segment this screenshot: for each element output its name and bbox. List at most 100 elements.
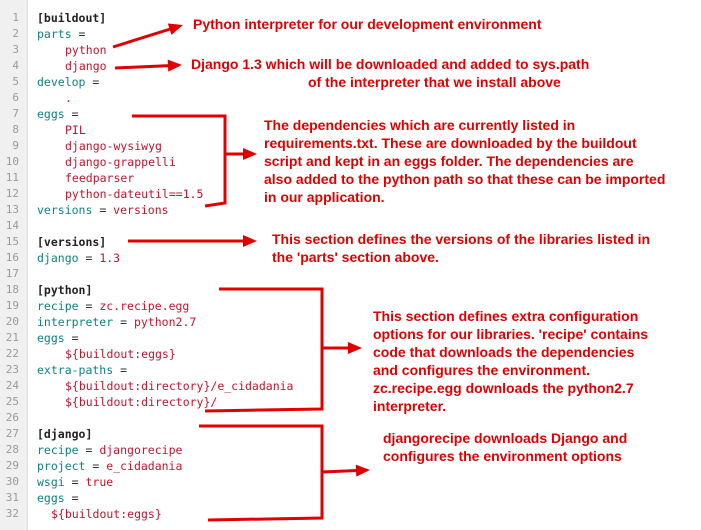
line-number: 24 [5,379,19,392]
config-value: true [85,475,114,489]
config-value: e_cidadania [106,459,183,473]
arrow-versions-head [243,235,257,247]
line-number: 28 [5,443,19,456]
code-line: PIL [37,122,86,138]
line-number: 32 [5,507,19,520]
annotation-line: requirements.txt. These are downloaded b… [264,135,637,151]
code-line: django [37,58,107,74]
annotation-django: Django 1.3 which will be downloaded and … [191,55,589,91]
config-key: eggs [37,491,65,505]
config-value: versions [113,203,169,217]
annotation-line: and configures the environment. [373,362,591,378]
code-line: versions = versions [37,202,169,218]
line-number: 13 [5,203,19,216]
line-number: 11 [5,171,19,184]
config-key: eggs [37,107,65,121]
section-header: [buildout] [37,11,107,25]
operator: = [78,443,100,457]
operator: = [78,251,100,265]
operator: = [64,107,79,121]
operator: = [64,331,79,345]
code-line: eggs = [37,490,79,506]
line-number: 7 [12,107,19,120]
code-line: ${buildout:directory}/ [37,394,217,410]
line-number: 1 [12,11,19,24]
annotation-versions: This section defines the versions of the… [272,230,650,266]
code-line: python [37,42,107,58]
line-number: 2 [12,27,19,40]
config-value: python-dateutil==1.5 [65,187,204,201]
annotation-line: also added to the python path so that th… [264,171,666,187]
line-number: 29 [5,459,19,472]
section-header: [python] [37,283,93,297]
annotation-django-section: djangorecipe downloads Django and config… [383,429,627,465]
section-header: [versions] [37,235,107,249]
line-number: 22 [5,347,19,360]
code-line: python-dateutil==1.5 [37,186,203,202]
operator: = [64,491,79,505]
config-key: parts [37,27,72,41]
operator: = [85,459,107,473]
annotation-line: options for our libraries. 'recipe' cont… [373,326,649,342]
line-number: 21 [5,331,19,344]
config-key: django [37,251,79,265]
operator: = [64,475,86,489]
code-line: [django] [37,426,92,442]
config-value: ${buildout:eggs} [65,347,176,361]
code-line: eggs = [37,106,79,122]
arrow-django-section-line [321,468,361,474]
annotation-line: Django 1.3 which will be downloaded and … [191,56,590,72]
arrow-django-head [167,59,182,72]
line-number: 23 [5,363,19,376]
code-line: django = 1.3 [37,250,120,266]
config-value: python2.7 [133,315,197,329]
operator: = [71,27,86,41]
annotation-line: configures the environment options [383,448,622,464]
line-number: 19 [5,299,19,312]
code-line: develop = [37,74,99,90]
config-value: djangorecipe [99,443,183,457]
code-line: extra-paths = [37,362,127,378]
code-line: ${buildout:eggs} [37,346,176,362]
code-line: [versions] [37,234,106,250]
line-number: 26 [5,411,19,424]
code-line: recipe = zc.recipe.egg [37,298,189,314]
line-number: 17 [5,267,19,280]
annotation-line: code that downloads the dependencies [373,344,635,360]
arrow-django-line [114,63,173,70]
annotation-line: This section defines extra configuration [373,308,639,324]
annotation-python: Python interpreter for our development e… [193,15,542,33]
config-value: django-grappelli [65,155,176,169]
line-number: 14 [5,219,19,232]
line-number: 16 [5,251,19,264]
section-header: [django] [37,427,93,441]
line-number: 27 [5,427,19,440]
config-key: extra-paths [37,363,114,377]
annotation-python-section: This section defines extra configuration… [373,307,648,415]
code-line: interpreter = python2.7 [37,314,196,330]
annotation-line: of the interpreter that we install above [308,74,561,90]
line-number: 5 [12,75,19,88]
line-number: 6 [12,91,19,104]
code-line: eggs = [37,330,79,346]
bracket-eggs [132,114,227,208]
code-line: django-grappelli [37,154,176,170]
arrow-django-section-head [355,464,370,477]
code-line: django-wysiwyg [37,138,162,154]
line-number: 18 [5,283,19,296]
line-number: 12 [5,187,19,200]
annotation-line: the 'parts' section above. [272,249,439,265]
config-value: django [65,59,107,73]
config-value: python [65,43,107,57]
config-value: PIL [65,123,86,137]
line-number: 15 [5,235,19,248]
config-value: zc.recipe.egg [99,299,190,313]
code-line: [buildout] [37,10,106,26]
annotation-line: interpreter. [373,398,447,414]
line-number: 25 [5,395,19,408]
config-value: . [65,91,72,105]
line-number: 31 [5,491,19,504]
